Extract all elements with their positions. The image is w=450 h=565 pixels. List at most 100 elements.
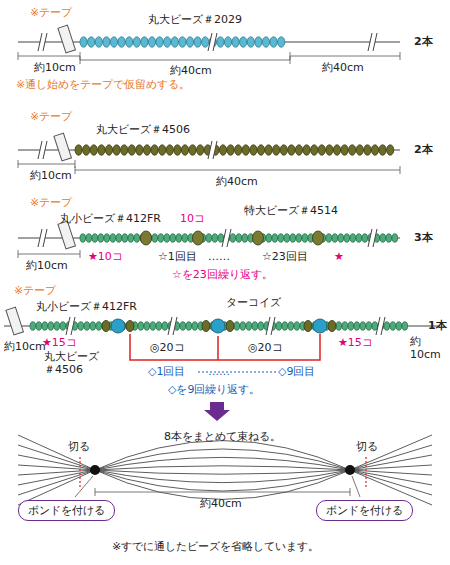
dimension-tick — [400, 166, 401, 174]
bead — [356, 145, 363, 155]
repeat-bracket — [217, 336, 219, 360]
break-gap — [222, 229, 231, 247]
repeat-bracket — [130, 334, 320, 360]
bead — [294, 322, 300, 330]
bead — [202, 321, 210, 332]
bead — [235, 145, 242, 155]
break-mark — [373, 229, 377, 247]
bead — [246, 322, 252, 330]
dimension-line — [18, 56, 80, 57]
break-mark — [373, 33, 377, 51]
bead — [338, 234, 344, 242]
bead — [295, 145, 302, 155]
label: ※テープ — [30, 6, 72, 19]
label: 約40cm — [322, 61, 364, 74]
bead — [326, 234, 332, 242]
bead — [170, 234, 176, 242]
bead — [92, 234, 98, 242]
break-mark — [71, 317, 75, 335]
break-gap — [168, 317, 177, 335]
bead — [54, 322, 60, 330]
bead — [311, 145, 318, 155]
bead — [326, 145, 333, 155]
label: ※テープ — [30, 196, 72, 209]
knot — [90, 465, 100, 475]
thread-bundle — [95, 457, 350, 470]
label: 丸大ビーズ＃4506 — [44, 350, 106, 376]
bead — [217, 37, 224, 47]
bead — [202, 37, 209, 47]
dimension-tick — [18, 160, 19, 168]
down-arrow — [204, 402, 230, 421]
bead — [219, 145, 226, 155]
bead — [166, 145, 173, 155]
break-mark — [173, 317, 177, 335]
label: 約10cm — [34, 61, 76, 74]
dimension-line — [18, 164, 75, 165]
bead — [288, 145, 295, 155]
bead — [126, 37, 133, 47]
label: 8本をまとめて束ねる。 — [164, 430, 281, 443]
cut-line — [79, 457, 80, 488]
thread-end — [350, 435, 432, 470]
dimension-line — [18, 254, 80, 255]
label: ◇1回目 — [148, 365, 185, 378]
break-mark — [368, 229, 372, 247]
bead — [141, 37, 148, 47]
bead — [255, 37, 262, 47]
label: 約40cm — [216, 175, 258, 188]
cut-line — [365, 457, 366, 488]
bead — [288, 322, 294, 330]
break-mark — [271, 317, 275, 335]
bead — [143, 145, 150, 155]
label: ◎20コ — [248, 341, 283, 354]
callout-box: ボンドを付ける — [316, 500, 413, 521]
bead — [186, 37, 193, 47]
bead — [156, 322, 162, 330]
break-mark — [208, 141, 212, 159]
bead — [42, 322, 48, 330]
thread-bundle — [95, 441, 350, 470]
label: 3本 — [414, 231, 433, 244]
bead — [128, 234, 134, 242]
dimension-line — [80, 60, 290, 61]
bead — [105, 145, 112, 155]
bead — [90, 322, 96, 330]
bead — [103, 37, 110, 47]
dimension-tick — [80, 250, 81, 258]
bead — [116, 234, 122, 242]
bead — [234, 322, 240, 330]
thread-end — [18, 470, 95, 495]
bead — [348, 322, 354, 330]
bead — [387, 145, 394, 155]
dimension-line — [290, 56, 400, 57]
bead — [162, 322, 168, 330]
bead — [211, 319, 225, 333]
bead — [122, 234, 128, 242]
label: ※通し始めをテープで仮留めする。 — [16, 78, 190, 91]
bead — [224, 37, 231, 47]
label: ★15コ — [42, 336, 77, 349]
bead — [212, 234, 218, 242]
bead — [83, 145, 90, 155]
bead — [257, 145, 264, 155]
bead — [266, 234, 272, 242]
bead — [136, 145, 143, 155]
tape — [54, 133, 72, 161]
bead — [232, 37, 239, 47]
bead — [193, 231, 204, 245]
bead — [362, 234, 368, 242]
break-mark — [266, 317, 270, 335]
break-mark — [213, 33, 217, 51]
label: 2本 — [414, 143, 433, 156]
bead — [152, 234, 158, 242]
bead — [80, 234, 86, 242]
thread-end — [350, 465, 432, 470]
dimension-line — [95, 492, 350, 493]
label: ◎20コ — [150, 341, 185, 354]
label: 丸大ビーズ＃2029 — [148, 13, 242, 26]
bead — [313, 231, 324, 245]
bead — [78, 322, 84, 330]
label: ★10コ — [88, 250, 123, 263]
break-gap — [66, 317, 75, 335]
